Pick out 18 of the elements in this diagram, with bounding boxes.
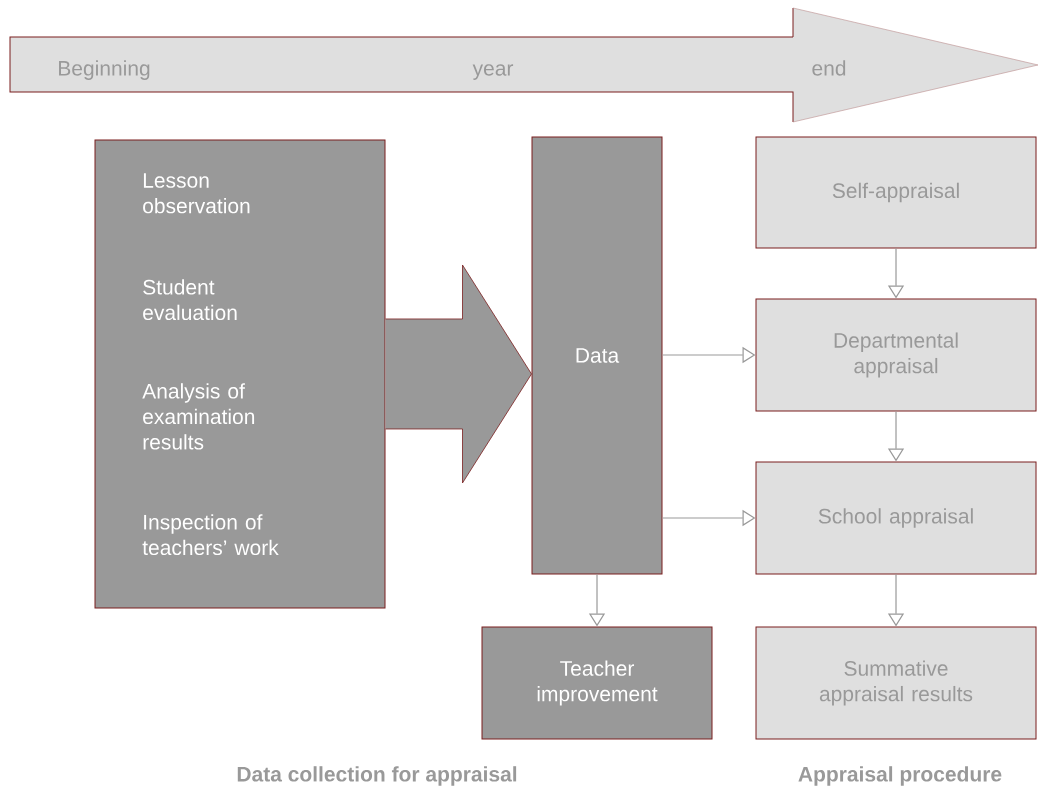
process-box: Self-appraisal bbox=[755, 136, 1037, 249]
timeline-label: year bbox=[472, 64, 514, 80]
list-box bbox=[94, 139, 386, 609]
list-item: Student evaluation bbox=[143, 279, 237, 321]
list-item: Lesson observation bbox=[143, 173, 250, 214]
process-box: Departmental appraisal bbox=[755, 298, 1037, 412]
timeline-label: Beginning bbox=[59, 60, 150, 80]
process-box: Summative appraisal results bbox=[755, 626, 1037, 740]
list-item: Analysis of examination results bbox=[142, 383, 255, 450]
process-box: Teacher improvement bbox=[481, 626, 713, 740]
list-item: Inspection of teachers’ work bbox=[142, 514, 279, 556]
block-arrow bbox=[385, 264, 532, 484]
section-caption: Data collection for appraisal bbox=[237, 766, 517, 786]
timeline-arrow bbox=[9, 7, 1038, 123]
process-box: School appraisal bbox=[755, 461, 1037, 575]
process-box: Data bbox=[531, 136, 663, 575]
section-caption: Appraisal procedure bbox=[798, 766, 1002, 786]
timeline-label: end bbox=[812, 60, 846, 76]
